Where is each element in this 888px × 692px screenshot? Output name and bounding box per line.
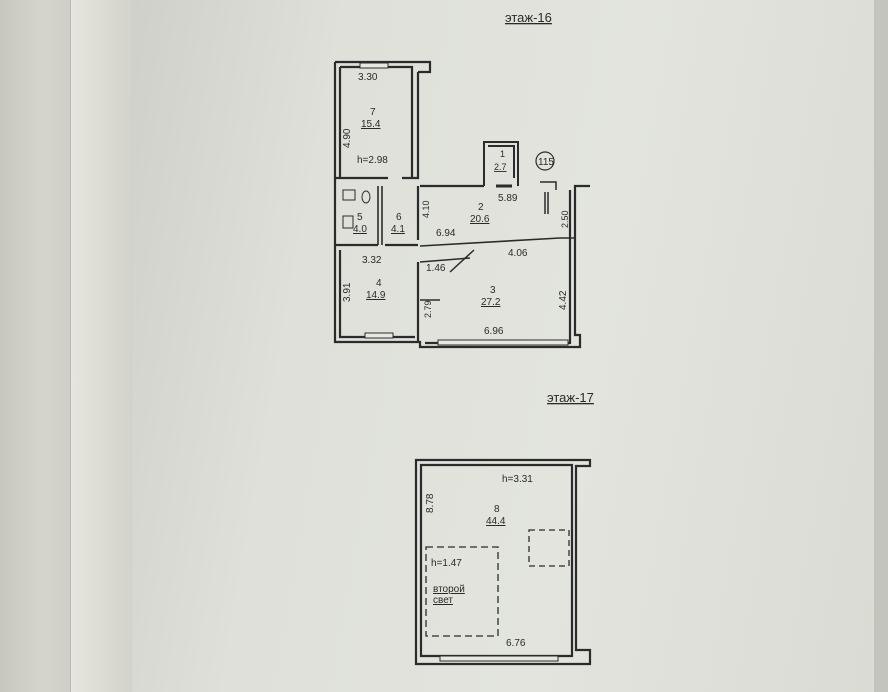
floor16-title: этаж-16 <box>505 10 552 25</box>
room4-depth: 3.91 <box>342 282 353 302</box>
room2-dim-c: 4.10 <box>421 200 431 218</box>
room1-area: 2.7 <box>494 162 507 172</box>
room3-number: 3 <box>490 285 496 296</box>
roof-hatch-outline <box>528 529 570 567</box>
room2-dim-d: 2.50 <box>560 210 570 228</box>
room4-width: 3.32 <box>362 255 382 266</box>
room4-number: 4 <box>376 278 382 289</box>
section-marker-circle <box>535 151 555 171</box>
room3-dim-e: 6.96 <box>484 326 504 337</box>
bath-icon <box>342 215 354 229</box>
room3-dim-c: 2.79 <box>423 300 433 318</box>
room6-area: 4.1 <box>391 224 405 235</box>
room8-area: 44.4 <box>486 516 506 527</box>
room8-number: 8 <box>494 504 500 515</box>
room8-window <box>439 655 559 662</box>
room3-dim-a: 4.06 <box>508 248 528 259</box>
floor16-plan: 115 3.30 7 15.4 h=2.98 4.90 1 2.7 5.89 2… <box>333 60 590 349</box>
room7-number: 7 <box>370 107 376 118</box>
sink-icon <box>342 189 356 201</box>
room4-area: 14.9 <box>366 290 386 301</box>
room5-number: 5 <box>357 212 363 223</box>
room7-depth: 4.90 <box>342 128 353 148</box>
room3-area: 27.2 <box>481 297 501 308</box>
stair-mark <box>540 181 557 214</box>
void-label-line2: свет <box>433 595 453 606</box>
page-right-edge <box>874 0 888 692</box>
section-marker-label: 115 <box>538 157 554 168</box>
second-light-void <box>425 546 499 637</box>
room4-window <box>364 332 394 339</box>
room8-height: h=3.31 <box>502 474 533 485</box>
floor16-outer-walls <box>333 178 590 349</box>
void-height: h=1.47 <box>431 558 462 569</box>
room7-width: 3.30 <box>358 72 378 83</box>
room3-dim-b: 1.46 <box>426 263 446 274</box>
room2-area: 20.6 <box>470 214 490 225</box>
room8-depth: 8.78 <box>425 493 436 513</box>
page-spine-edge <box>70 0 134 692</box>
interior-partitions <box>377 186 575 301</box>
room2-dim-a: 5.89 <box>498 193 518 204</box>
room2-number: 2 <box>478 202 484 213</box>
room3-window <box>437 339 569 346</box>
floor17-plan: h=3.31 8 44.4 8.78 6.76 h=1.47 второй св… <box>414 458 592 666</box>
room8-width: 6.76 <box>506 638 526 649</box>
room6-number: 6 <box>396 212 402 223</box>
room3-dim-d: 4.42 <box>558 290 569 310</box>
room2-dim-b: 6.94 <box>436 228 456 239</box>
door-swing-mark <box>449 249 475 273</box>
page-spine-shadow <box>0 0 70 692</box>
room8-walls <box>414 458 592 666</box>
toilet-icon <box>361 190 371 204</box>
room7-area: 15.4 <box>361 119 381 130</box>
room1-number: 1 <box>500 149 505 159</box>
room5-area: 4.0 <box>353 224 367 235</box>
room7-window <box>359 62 389 69</box>
floor17-title: этаж-17 <box>547 390 594 405</box>
room7-height: h=2.98 <box>357 155 388 166</box>
room1-walls <box>483 141 519 186</box>
void-label-line1: второй <box>433 584 465 595</box>
